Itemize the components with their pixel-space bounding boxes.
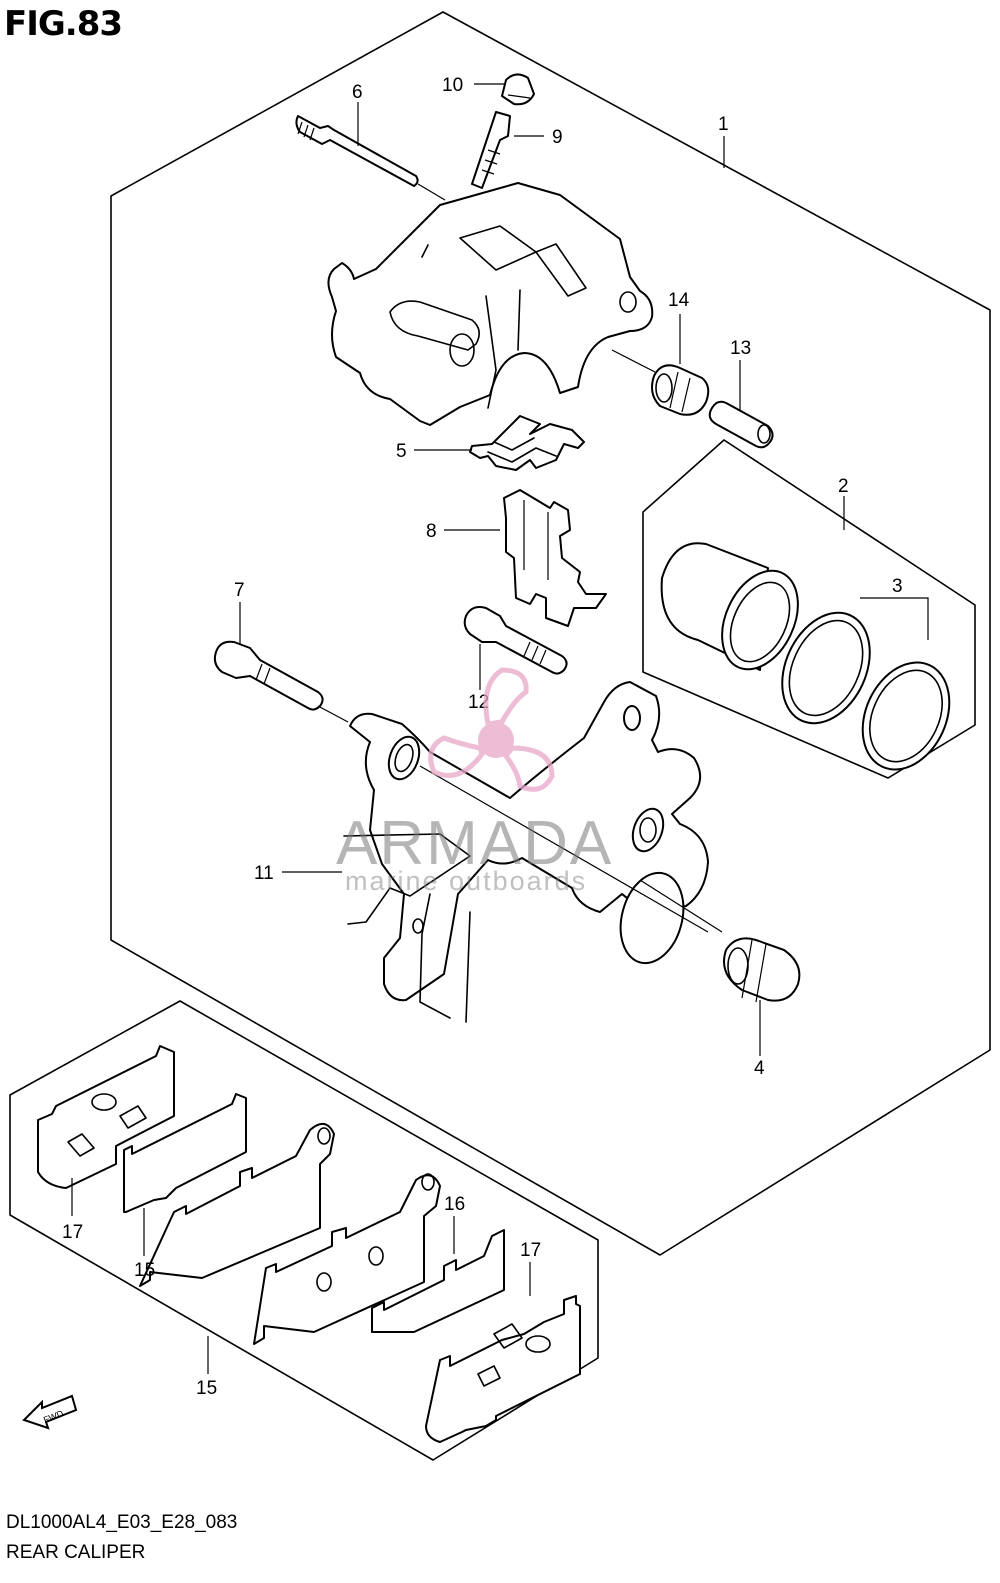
callout-16-left: 15 [134, 1260, 155, 1281]
callout-8: 8 [426, 521, 437, 542]
part-1-caliper-body [327, 182, 654, 426]
part-13-sleeve [708, 400, 774, 449]
callout-17-right: 17 [520, 1240, 541, 1261]
part-pad-right [253, 1173, 441, 1345]
part-17-shim-right [425, 1295, 581, 1443]
part-11-bracket [343, 681, 709, 1023]
part-pad-left [139, 1123, 335, 1287]
part-5-pad-spring [469, 415, 585, 471]
diagram-code: DL1000AL4_E03_E28_083 [6, 1512, 238, 1533]
assembly-2-outline [642, 439, 976, 779]
callout-11: 11 [254, 863, 274, 884]
callout-1: 1 [718, 114, 729, 135]
part-16-backing-left [123, 1093, 247, 1213]
part-14-boot [651, 364, 710, 416]
part-9-bleeder-valve [471, 111, 511, 189]
callout-15-label: 15 [196, 1378, 217, 1399]
assembly-1-outline [110, 11, 991, 1256]
callout-10: 10 [442, 75, 463, 96]
callout-2: 2 [838, 476, 849, 497]
part-8-pad-retainer [503, 489, 607, 627]
callout-7: 7 [234, 580, 245, 601]
leader-lines [71, 83, 845, 1374]
callout-16-right: 16 [444, 1194, 465, 1215]
callout-4: 4 [754, 1058, 765, 1079]
part-17-shim-left [37, 1045, 175, 1189]
callout-6: 6 [352, 82, 363, 103]
part-7-bolt [213, 640, 324, 711]
assembly-15-outline [9, 1000, 599, 1461]
watermark-logo [428, 667, 555, 792]
callout-3: 3 [892, 576, 903, 597]
figure-title: FIG.83 [4, 4, 123, 44]
part-12-bolt [463, 606, 568, 675]
fwd-arrow-icon: FWD [22, 1394, 78, 1430]
part-6-pad-pin [295, 115, 419, 187]
part-10-bleeder-cap [501, 73, 535, 106]
callout-17-left: 17 [62, 1222, 83, 1243]
watermark-tagline: marine outboards [345, 866, 588, 896]
watermark-brand: ARMADA [336, 809, 614, 878]
callout-9: 9 [552, 127, 563, 148]
callout-13: 13 [730, 338, 751, 359]
part-2-piston [660, 542, 799, 671]
diagram-name: REAR CALIPER [6, 1542, 146, 1563]
callout-14: 14 [668, 290, 690, 311]
part-16-backing-right [371, 1229, 505, 1333]
callout-5: 5 [396, 441, 407, 462]
part-4-boot [723, 937, 801, 1003]
part-3-seals [781, 611, 951, 771]
